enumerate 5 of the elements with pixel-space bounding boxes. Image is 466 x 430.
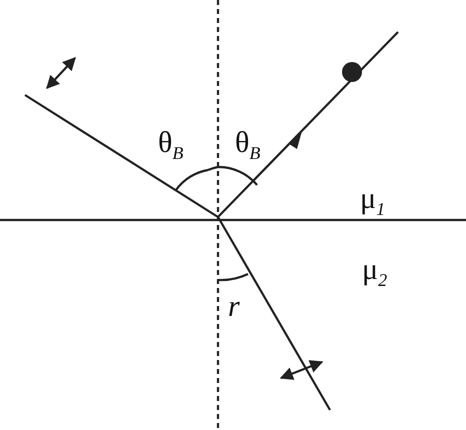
angle-label: θ$_{B}$ [158,128,184,162]
medium-label: μ$_{2}$ [362,255,388,289]
medium-label: μ$_{1}$ [360,184,386,218]
angle-label: r [228,292,240,322]
angle-label: θ$_{B}$ [235,128,260,162]
